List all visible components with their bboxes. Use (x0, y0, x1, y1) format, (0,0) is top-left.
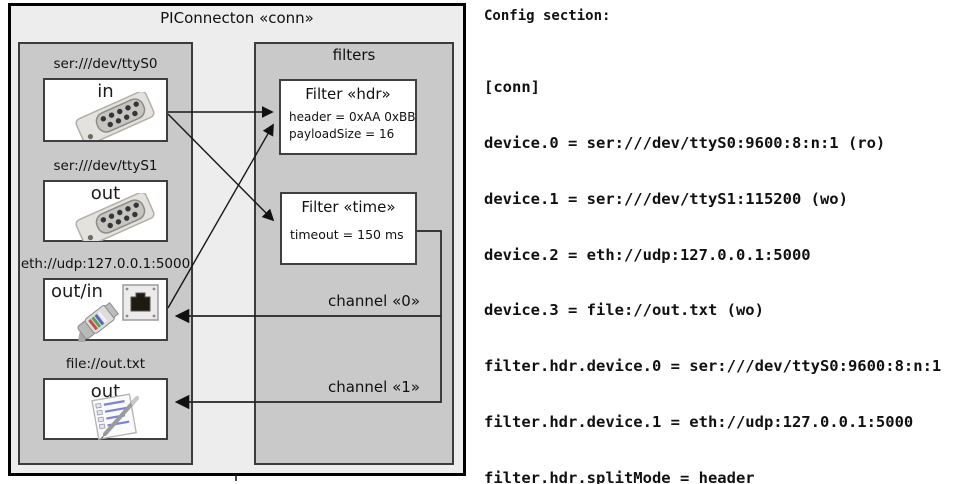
config-line: device.2 = eth://udp:127.0.0.1:5000 (484, 245, 811, 264)
config-line: [conn] (484, 78, 540, 97)
filter-hdr-box: Filter «hdr» header = 0xAA 0xBB payloadS… (279, 79, 417, 155)
device-label-eth: eth://udp:127.0.0.1:5000 (20, 256, 191, 272)
device-label-ttys1: ser:///dev/ttyS1 (53, 158, 158, 174)
notepad-icon (79, 392, 151, 444)
config-line: filter.hdr.splitMode = header (484, 468, 755, 484)
device-box-ttys1: out (43, 180, 168, 247)
filter-time-title: Filter «time» (301, 198, 396, 216)
filter-hdr-title: Filter «hdr» (305, 85, 391, 103)
config-line: device.1 = ser:///dev/ttyS1:115200 (wo) (484, 189, 848, 208)
filter-prop: header = 0xAA 0xBB (289, 110, 416, 124)
filter-hdr-props: header = 0xAA 0xBB payloadSize = 16 (289, 109, 415, 142)
filter-time-box: Filter «time» timeout = 150 ms (280, 192, 417, 265)
ethernet-cable-icon (63, 298, 135, 356)
filter-prop: payloadSize = 16 (289, 126, 395, 141)
config-heading: Config section: (484, 8, 611, 24)
serial-connector-icon (69, 90, 161, 146)
ethernet-jack-icon (122, 284, 159, 325)
channel-0-label: channel «0» (327, 292, 420, 310)
device-label-file: file://out.txt (65, 356, 146, 372)
config-lines: [conn] device.0 = ser:///dev/ttyS0:9600:… (484, 41, 951, 484)
filter-time-props: timeout = 150 ms (290, 227, 404, 242)
serial-connector-icon (69, 191, 161, 247)
device-box-file: out (43, 378, 168, 440)
config-line: filter.hdr.device.1 = eth://udp:127.0.0.… (484, 412, 914, 431)
device-box-ttys0: in (43, 78, 168, 146)
filters-column-title: filters (332, 46, 376, 64)
device-box-eth: out/in (43, 278, 168, 356)
device-label-ttys0: ser:///dev/ttyS0 (53, 56, 158, 72)
package-title: PIConnecton «conn» (160, 9, 314, 27)
config-line: filter.hdr.device.0 = ser:///dev/ttyS0:9… (484, 357, 942, 376)
device-direction: in (97, 81, 114, 102)
channel-1-label: channel «1» (327, 378, 420, 396)
config-line: device.0 = ser:///dev/ttyS0:9600:8:n:1 (… (484, 133, 886, 152)
config-line: device.3 = file://out.txt (wo) (484, 301, 764, 320)
device-direction: out/in (51, 281, 103, 302)
device-direction: out (90, 183, 121, 204)
